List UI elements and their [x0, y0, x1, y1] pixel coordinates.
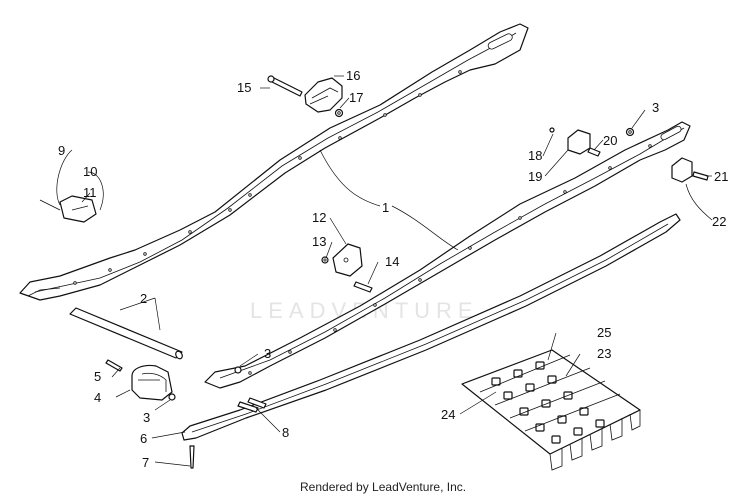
- bolt-21: [692, 171, 709, 181]
- callout-15: 15: [237, 80, 251, 95]
- callout-23: 23: [597, 346, 611, 361]
- front-block: [131, 364, 173, 401]
- callout-2: 2: [140, 291, 147, 306]
- left-rail-holes: [73, 70, 462, 285]
- callout-19: 19: [528, 169, 542, 184]
- washer-3-top: [625, 127, 635, 137]
- callout-21: 21: [714, 169, 728, 184]
- callout-9: 9: [58, 143, 65, 158]
- nut-13: [321, 256, 329, 264]
- screw-7: [189, 445, 195, 469]
- callout-11: 11: [83, 185, 97, 200]
- bracket-assembly-9-11: [39, 195, 97, 223]
- callouts: 1 2 3 3 3 4 5 6 7 8 9 10 11 12 13 14 15 …: [58, 68, 728, 470]
- left-slide-rail: [19, 23, 529, 301]
- bolt-8: [237, 397, 267, 413]
- fasteners: [105, 75, 709, 469]
- callout-3-front: 3: [143, 410, 150, 425]
- wear-strip: [181, 213, 681, 441]
- callout-16: 16: [346, 68, 360, 83]
- callout-5: 5: [94, 369, 101, 384]
- leader-lines: [56, 75, 713, 467]
- screw-5: [105, 359, 123, 372]
- right-rail-holes: [248, 144, 652, 375]
- block-19: [567, 129, 591, 155]
- callout-10: 10: [83, 164, 97, 179]
- callout-1: 1: [382, 200, 389, 215]
- cross-shaft: [69, 307, 183, 360]
- pin-18: [549, 127, 555, 133]
- bolt-15: [267, 75, 303, 97]
- suspension-block-16: [304, 77, 343, 113]
- nut-3-mid: [234, 366, 242, 374]
- callout-7: 7: [142, 455, 149, 470]
- callout-25: 25: [597, 325, 611, 340]
- track-section: [461, 349, 641, 471]
- callout-12: 12: [312, 210, 326, 225]
- footer-credit: Rendered by LeadVenture, Inc.: [300, 480, 466, 494]
- callout-20: 20: [603, 133, 617, 148]
- callout-13: 13: [312, 234, 326, 249]
- callout-3-top: 3: [652, 100, 659, 115]
- nut-17: [334, 108, 344, 118]
- bolt-14: [353, 281, 373, 293]
- right-slide-rail: [204, 121, 691, 389]
- callout-18: 18: [528, 148, 542, 163]
- block-22: [671, 157, 693, 183]
- callout-24: 24: [441, 407, 455, 422]
- callout-4: 4: [94, 390, 101, 405]
- bracket-12: [332, 243, 363, 277]
- callout-14: 14: [385, 254, 399, 269]
- callout-6: 6: [140, 431, 147, 446]
- callout-22: 22: [712, 214, 726, 229]
- callout-17: 17: [349, 90, 363, 105]
- bolt-20: [587, 147, 601, 157]
- callout-3-mid: 3: [264, 346, 271, 361]
- callout-8: 8: [282, 425, 289, 440]
- nut-3-front: [168, 393, 176, 401]
